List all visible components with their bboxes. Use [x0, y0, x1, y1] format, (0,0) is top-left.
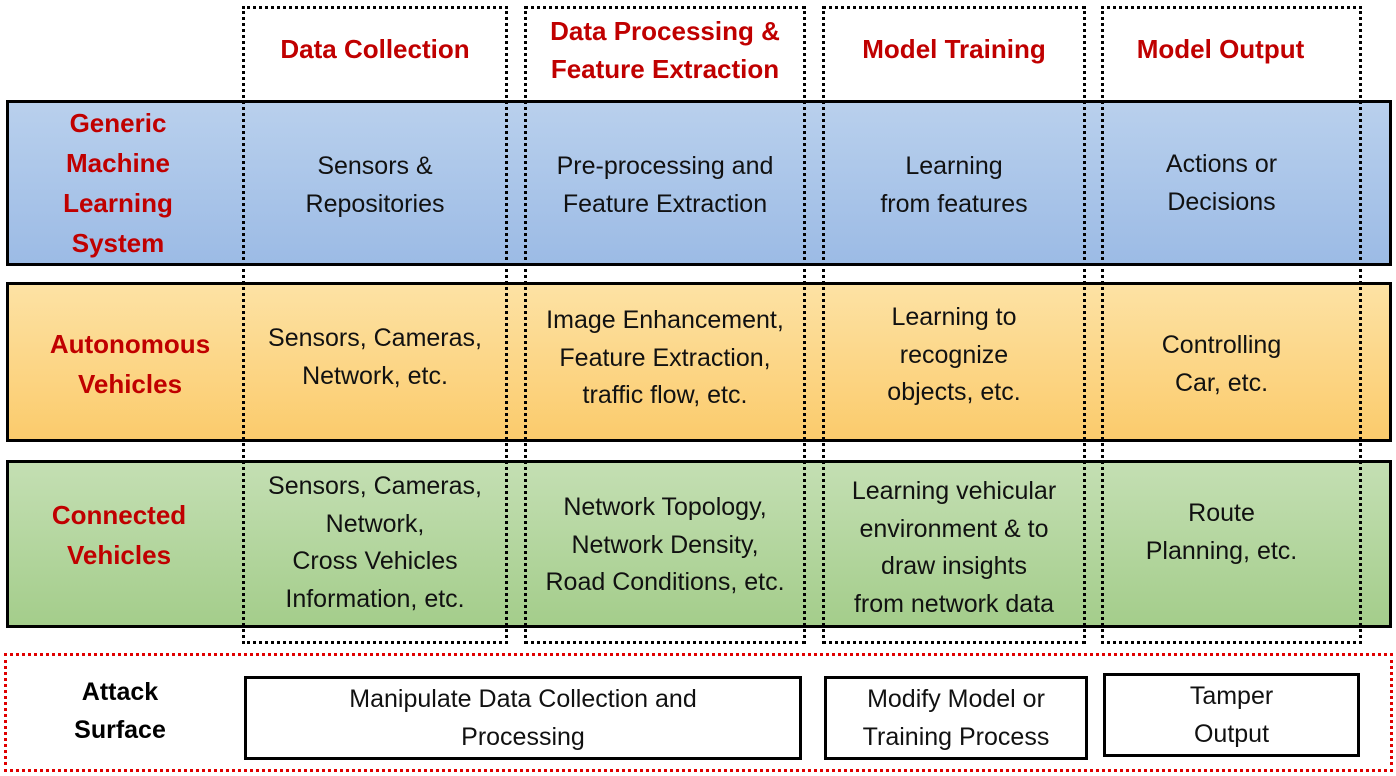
row-label-generic-ml: Generic Machine Learning System — [3, 103, 233, 263]
cell-line: Route — [1188, 499, 1255, 527]
row-label-line: Connected — [51, 500, 187, 530]
cell-line: Information, etc. — [285, 584, 465, 613]
cell-line: Image Enhancement, — [546, 306, 784, 334]
cell-line: Feature Extraction — [562, 189, 768, 218]
row-band-autonomous-vehicles — [6, 282, 1392, 442]
cell-generic-processing: Pre-processing and Feature Extraction — [528, 148, 802, 223]
column-header-model-output: Model Output — [1103, 30, 1338, 68]
cell-connected-data-collection: Sensors, Cameras, Network, Cross Vehicle… — [246, 468, 504, 618]
cell-line: from features — [880, 189, 1028, 218]
column-header-line: Data Processing & — [550, 16, 780, 46]
column-header-text: Model Training — [862, 34, 1046, 64]
cell-line: Sensors & — [317, 152, 433, 180]
row-label-line: Learning — [63, 188, 173, 218]
cell-autonomous-training: Learning to recognize objects, etc. — [826, 299, 1082, 412]
column-header-text: Model Output — [1136, 34, 1305, 64]
column-header-data-collection: Data Collection — [244, 30, 506, 68]
row-label-line: Generic — [69, 108, 167, 138]
cell-connected-processing: Network Topology, Network Density, Road … — [528, 489, 802, 602]
row-label-line: Vehicles — [66, 540, 172, 570]
cell-line: Cross Vehicles — [292, 547, 458, 575]
cell-line: Actions or — [1165, 150, 1278, 178]
cell-line: Feature Extraction, — [559, 343, 771, 372]
row-label-connected-vehicles: Connected Vehicles — [4, 495, 234, 575]
attack-label-line: Surface — [74, 716, 166, 744]
cell-line: Car, etc. — [1174, 368, 1269, 397]
row-label-line: Machine — [65, 148, 171, 178]
attack-label-line: Attack — [81, 678, 159, 706]
cell-line: Network, etc. — [302, 361, 448, 390]
cell-line: Pre-processing and — [556, 152, 774, 180]
cell-line: Repositories — [305, 189, 445, 218]
cell-line: Network Density, — [571, 530, 759, 559]
row-label-line: Vehicles — [77, 369, 183, 399]
cell-line: traffic flow, etc. — [582, 381, 748, 409]
column-header-model-training: Model Training — [824, 30, 1084, 68]
cell-connected-output: Route Planning, etc. — [1105, 495, 1338, 570]
attack-box-modify-model: Modify Model or Training Process — [824, 676, 1088, 760]
cell-autonomous-processing: Image Enhancement, Feature Extraction, t… — [528, 302, 802, 415]
attack-box-manipulate-data: Manipulate Data Collection and Processin… — [244, 676, 802, 760]
cell-generic-output: Actions or Decisions — [1105, 146, 1338, 221]
row-band-generic-ml — [6, 100, 1392, 266]
attack-box-line: Processing — [461, 723, 585, 751]
attack-box-line: Output — [1193, 720, 1270, 748]
column-header-data-processing: Data Processing & Feature Extraction — [526, 12, 804, 88]
cell-line: Network, — [325, 509, 425, 538]
cell-line: recognize — [899, 340, 1009, 369]
attack-box-line: Manipulate Data Collection and — [349, 685, 697, 713]
cell-line: Controlling — [1161, 331, 1282, 359]
cell-generic-data-collection: Sensors & Repositories — [246, 148, 504, 223]
cell-autonomous-data-collection: Sensors, Cameras, Network, etc. — [246, 320, 504, 395]
attack-surface-label: Attack Surface — [30, 673, 210, 749]
column-header-line: Feature Extraction — [550, 54, 780, 84]
cell-line: Learning to — [891, 303, 1017, 331]
cell-line: from network data — [853, 589, 1055, 618]
cell-line: Decisions — [1167, 187, 1276, 216]
cell-line: objects, etc. — [887, 378, 1021, 406]
attack-box-line: Modify Model or — [867, 685, 1045, 713]
column-header-text: Data Collection — [280, 34, 470, 64]
attack-box-line: Tamper — [1189, 682, 1274, 710]
cell-connected-training: Learning vehicular environment & to draw… — [826, 473, 1082, 623]
attack-surface-frame — [4, 653, 1393, 772]
cell-autonomous-output: Controlling Car, etc. — [1105, 327, 1338, 402]
cell-line: Sensors, Cameras, — [268, 324, 482, 352]
row-label-autonomous-vehicles: Autonomous Vehicles — [15, 324, 245, 404]
cell-line: environment & to — [859, 514, 1049, 543]
cell-line: Road Conditions, etc. — [545, 568, 785, 596]
cell-line: Planning, etc. — [1145, 536, 1298, 565]
row-band-connected-vehicles — [6, 460, 1392, 628]
cell-line: draw insights — [881, 552, 1027, 580]
cell-line: Network Topology, — [563, 493, 767, 521]
attack-box-tamper-output: Tamper Output — [1103, 673, 1360, 757]
attack-box-line: Training Process — [862, 723, 1050, 751]
row-label-line: System — [71, 228, 165, 258]
cell-line: Learning vehicular — [851, 477, 1057, 505]
cell-line: Sensors, Cameras, — [268, 472, 482, 500]
cell-generic-training: Learning from features — [826, 148, 1082, 223]
row-label-line: Autonomous — [49, 329, 211, 359]
cell-line: Learning — [905, 152, 1003, 180]
